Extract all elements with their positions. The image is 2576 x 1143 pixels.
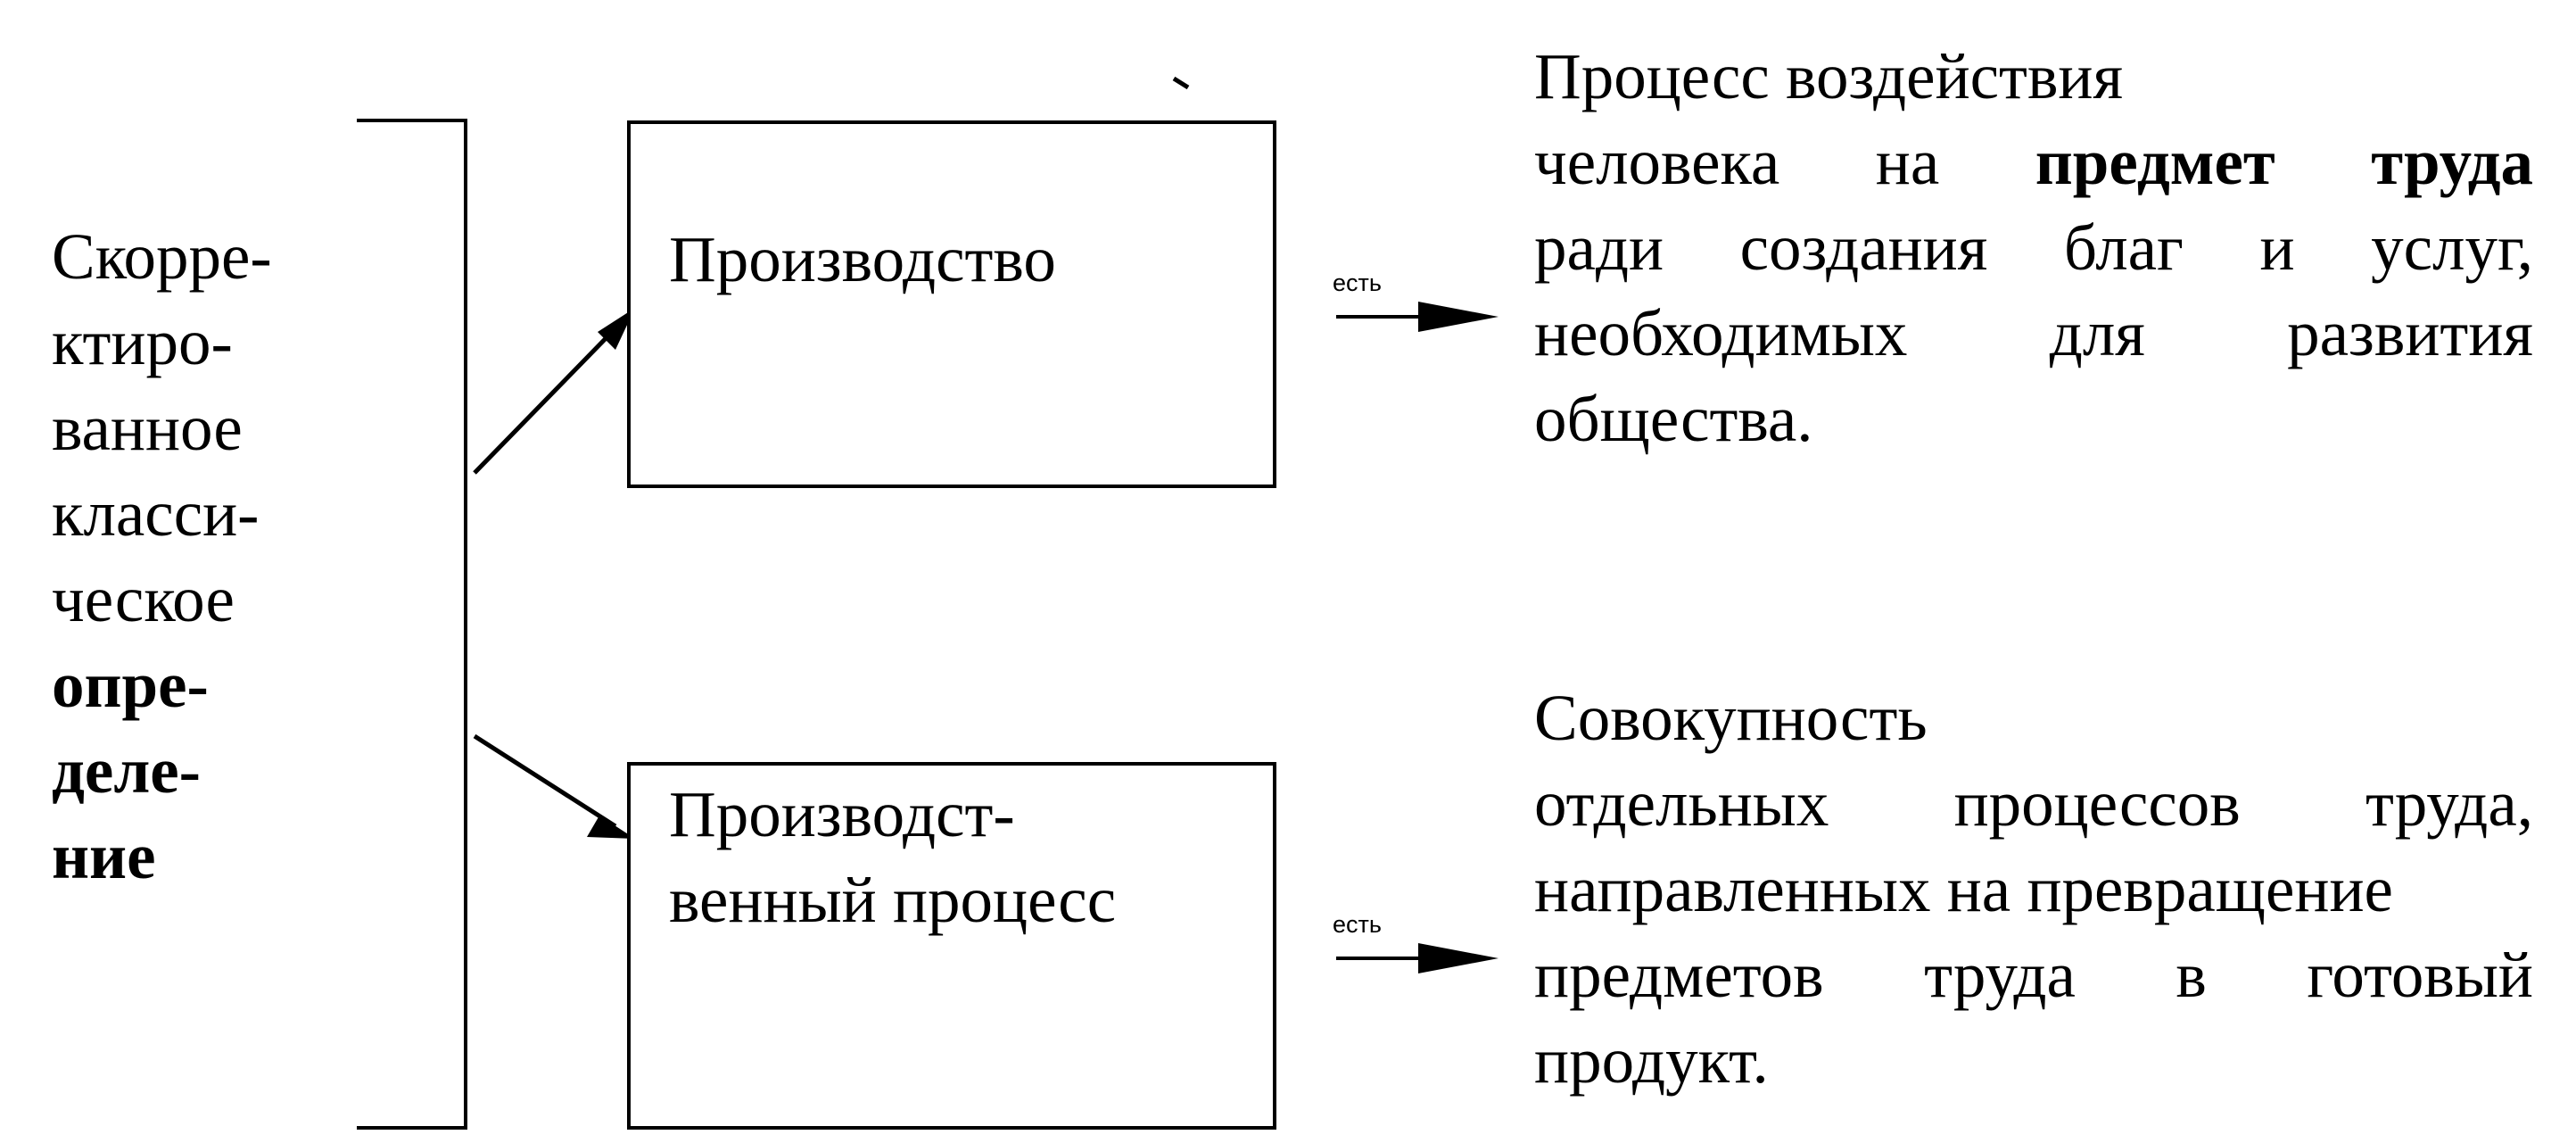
est-arrow-top-head bbox=[1418, 302, 1499, 332]
box-process-label-line: венный процесс bbox=[669, 864, 1117, 936]
est-label-bottom: есть bbox=[1333, 911, 1382, 938]
desc-bottom-line4: предметов труда в готовый bbox=[1534, 932, 2533, 1018]
description-top: Процесс воздействия человека на предмет … bbox=[1534, 34, 2533, 462]
word: ради bbox=[1534, 211, 1664, 284]
left-label-line-bold: опре- bbox=[52, 649, 209, 721]
left-label: Скорре- ктиро- ванное класси- ческое опр… bbox=[52, 214, 272, 899]
left-label-line: ческое bbox=[52, 563, 235, 635]
word: человека bbox=[1534, 126, 1780, 198]
word: предметов bbox=[1534, 939, 1824, 1011]
desc-bottom-line3: направленных на превращение bbox=[1534, 853, 2393, 925]
word: готовый bbox=[2307, 939, 2533, 1011]
connector-arrow-top bbox=[473, 325, 619, 475]
box-production-process bbox=[627, 762, 1276, 1130]
est-arrow-bottom-head bbox=[1418, 943, 1499, 973]
desc-top-line5: общества. bbox=[1534, 383, 1813, 455]
connector-arrowhead-bottom bbox=[587, 816, 635, 839]
word: развития bbox=[2287, 297, 2533, 369]
box-production bbox=[627, 120, 1276, 488]
est-label-top: есть bbox=[1333, 269, 1382, 296]
connector-arrowhead-top bbox=[598, 308, 635, 350]
word-bold: предмет bbox=[2035, 126, 2275, 198]
desc-top-line3: ради создания благ и услуг, bbox=[1534, 205, 2533, 291]
desc-bottom-line5: продукт. bbox=[1534, 1024, 1769, 1097]
word: создания bbox=[1739, 211, 1988, 284]
desc-bottom-line2: отдельных процессов труда, bbox=[1534, 761, 2533, 847]
word: отдельных bbox=[1534, 767, 1829, 840]
word-bold: труда bbox=[2371, 126, 2533, 198]
word: в bbox=[2176, 939, 2207, 1011]
desc-top-line4: необходимых для развития bbox=[1534, 291, 2533, 377]
word: и bbox=[2259, 211, 2295, 284]
word: благ bbox=[2063, 211, 2184, 284]
word: на bbox=[1875, 126, 1940, 198]
bracket bbox=[357, 119, 467, 1130]
left-label-line-bold: деле- bbox=[52, 734, 201, 807]
desc-top-line2: человека на предмет труда bbox=[1534, 120, 2533, 205]
word: необходимых bbox=[1534, 297, 1908, 369]
description-bottom: Совокупность отдельных процессов труда, … bbox=[1534, 675, 2533, 1104]
left-label-line: ктиро- bbox=[52, 306, 233, 378]
connector-arrow-bottom bbox=[473, 733, 617, 829]
stray-mark bbox=[1172, 76, 1190, 90]
left-label-line: класси- bbox=[52, 477, 260, 550]
desc-bottom-line1: Совокупность bbox=[1534, 682, 1928, 754]
word: услуг, bbox=[2371, 211, 2533, 284]
word: труда, bbox=[2365, 767, 2533, 840]
word: процессов bbox=[1953, 767, 2241, 840]
left-label-line: Скорре- bbox=[52, 220, 272, 293]
box-production-process-label: Производст- венный процесс bbox=[669, 772, 1116, 943]
desc-top-line1: Процесс воздействия bbox=[1534, 40, 2124, 112]
left-label-line: ванное bbox=[52, 392, 243, 464]
box-production-label: Производство bbox=[669, 223, 1056, 295]
left-label-line-bold: ние bbox=[52, 820, 156, 892]
box-process-label-line: Производст- bbox=[669, 778, 1015, 850]
word: труда bbox=[1924, 939, 2076, 1011]
word: для bbox=[2049, 297, 2145, 369]
